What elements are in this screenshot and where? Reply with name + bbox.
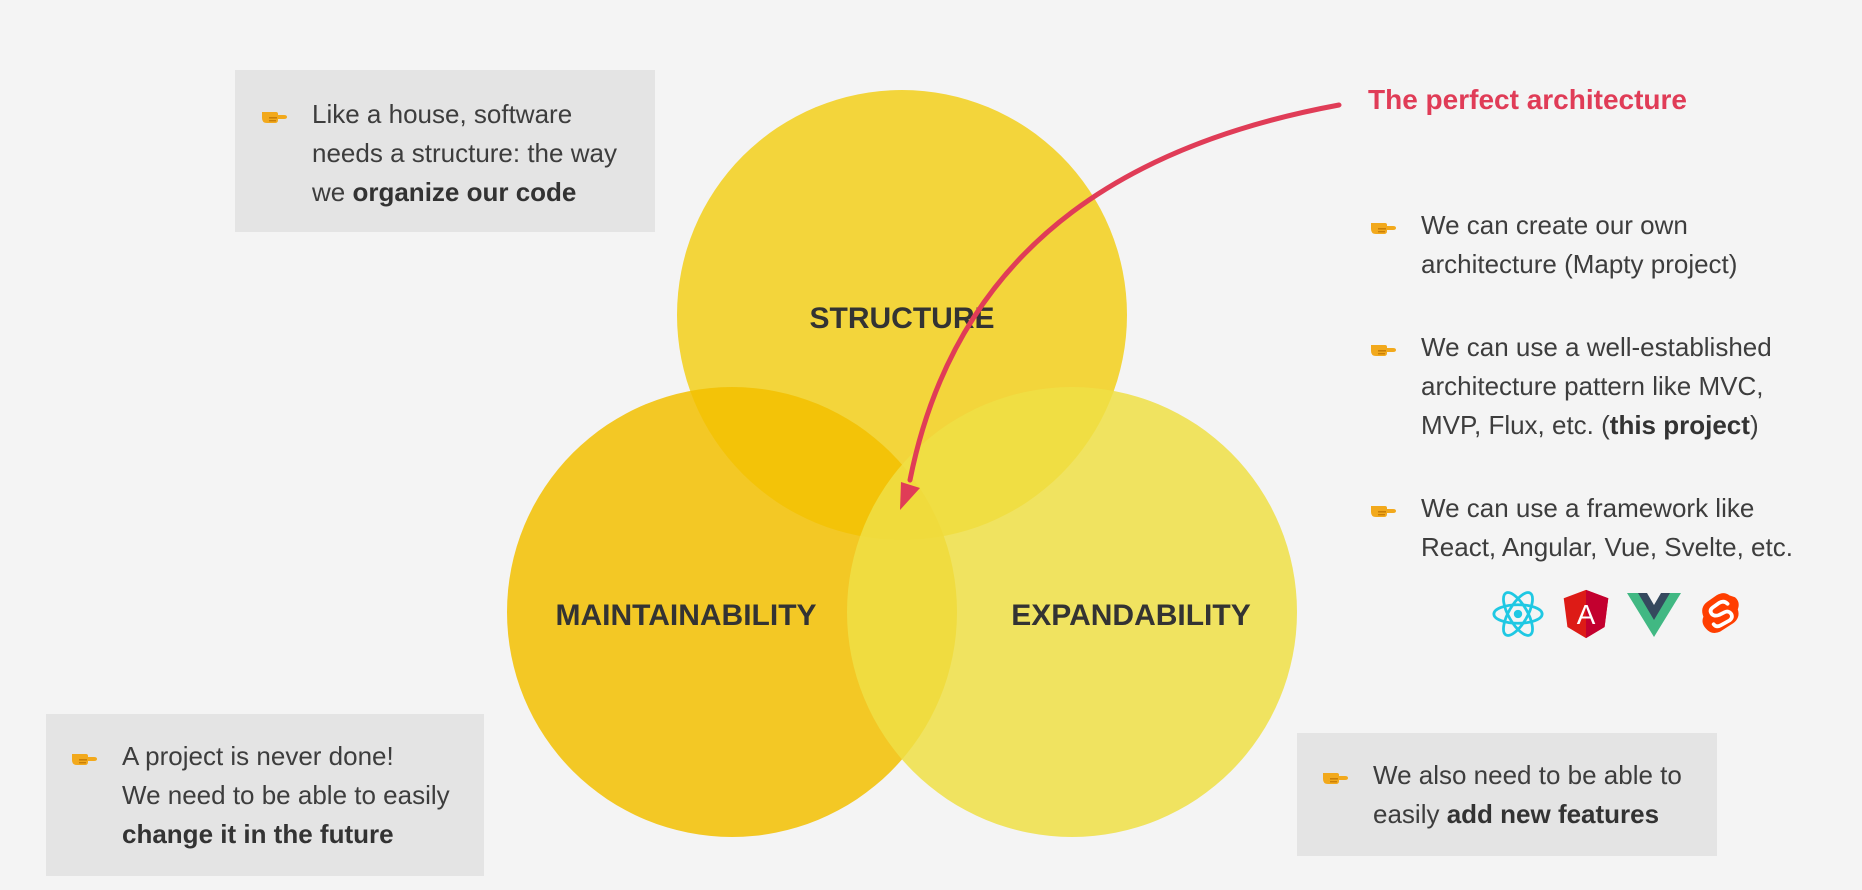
option-3-line1: We can use a framework like — [1421, 493, 1755, 523]
expandability-note-emphasis: add new features — [1446, 799, 1660, 829]
maintainability-label: MAINTAINABILITY — [555, 599, 816, 632]
expandability-note-line1: We also need to be able to — [1373, 760, 1682, 790]
maintainability-note-box — [46, 714, 484, 876]
option-2-line2: architecture pattern like MVC, — [1421, 371, 1764, 401]
structure-note-line2: needs a structure: the way — [312, 138, 617, 168]
structure-note: Like a house, software needs a structure… — [260, 95, 617, 212]
pointing-hand-icon — [72, 754, 97, 765]
expandability-label: EXPANDABILITY — [1011, 599, 1250, 632]
svelte-logo-icon — [1702, 593, 1739, 633]
expandability-note-box — [1297, 733, 1717, 856]
structure-note-line3: we — [312, 177, 353, 207]
perfect-architecture-title: The perfect architecture — [1368, 84, 1687, 115]
maintainability-note: A project is never done! We need to be a… — [70, 737, 450, 854]
option-framework: We can use a framework like React, Angul… — [1369, 489, 1793, 567]
option-3-line2: React, Angular, Vue, Svelte, etc. — [1421, 532, 1793, 562]
structure-note-line1: Like a house, software — [312, 99, 573, 129]
pointing-hand-icon — [1371, 506, 1396, 517]
option-1-line2: architecture (Mapty project) — [1421, 249, 1738, 279]
option-own-architecture: We can create our own architecture (Mapt… — [1369, 206, 1737, 284]
framework-logos: A — [1490, 588, 1750, 640]
option-2-line1: We can use a well-established — [1421, 332, 1772, 362]
angular-logo-letter: A — [1577, 599, 1596, 630]
angular-logo-icon: A — [1563, 589, 1609, 639]
option-2-emphasis: this project — [1609, 410, 1750, 440]
option-pattern: We can use a well-established architectu… — [1369, 328, 1772, 445]
option-2-line3-end: ) — [1749, 410, 1759, 440]
pointing-hand-icon — [1323, 773, 1348, 784]
pointing-hand-icon — [1371, 345, 1396, 356]
react-logo-icon — [1492, 591, 1544, 637]
maintainability-note-line1: A project is never done! — [122, 741, 394, 771]
maintainability-note-line2: We need to be able to easily — [122, 780, 450, 810]
pointing-hand-icon — [1371, 223, 1396, 234]
architecture-arrow — [907, 102, 1342, 483]
pointing-hand-icon — [262, 112, 287, 123]
maintainability-circle — [507, 387, 957, 837]
arrow-head — [900, 482, 920, 510]
structure-note-box — [235, 70, 655, 232]
maintainability-note-emphasis: change it in the future — [122, 819, 394, 849]
expandability-note-line2: easily — [1373, 799, 1447, 829]
option-1-line1: We can create our own — [1421, 210, 1688, 240]
structure-note-emphasis: organize our code — [352, 177, 577, 207]
expandability-circle — [847, 387, 1297, 837]
option-2-line3: MVP, Flux, etc. ( — [1421, 410, 1610, 440]
vue-logo-icon — [1627, 593, 1681, 637]
expandability-note: We also need to be able to easily add ne… — [1321, 756, 1682, 834]
